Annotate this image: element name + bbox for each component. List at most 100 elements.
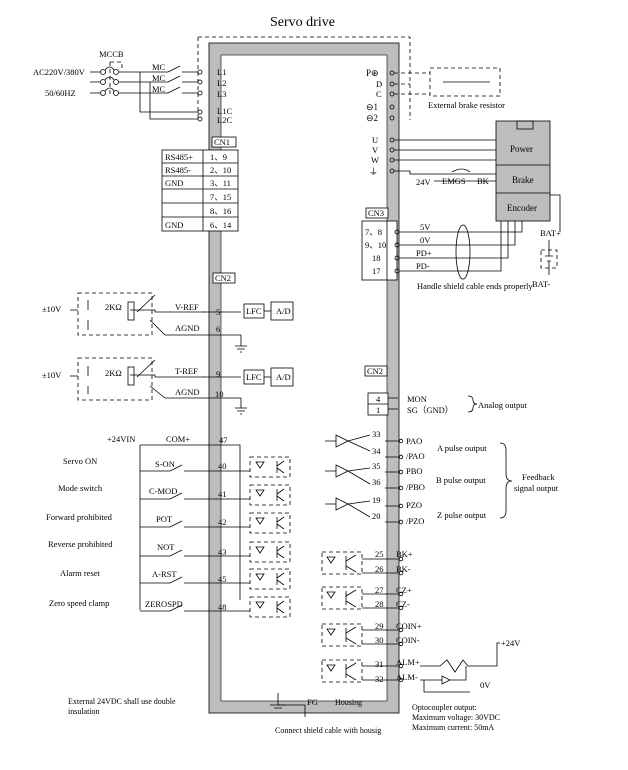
input-desc-reverse: Reverse prohibited — [48, 539, 113, 549]
out-sig-coinp: COIN+ — [396, 621, 422, 631]
pot1-supply: ±10V — [42, 304, 62, 314]
alarm-diode-circuit — [420, 666, 470, 693]
alarm-load-circuit — [420, 642, 500, 673]
cn3-row-4-pins: 17 — [372, 266, 381, 276]
pulse-pin-36: 36 — [372, 477, 381, 487]
feedback-brace — [499, 442, 513, 519]
housing-label: Housing — [335, 698, 362, 707]
input-sig-not: NOT — [157, 542, 175, 552]
out-pin-25: 25 — [375, 549, 384, 559]
terminal-v: V — [372, 145, 379, 155]
pot1-return — [149, 319, 203, 336]
cn1-grid — [162, 150, 238, 231]
input-pin-48: 48 — [218, 602, 227, 612]
input-desc-servo-on: Servo ON — [63, 456, 97, 466]
pulse-out-wires — [385, 440, 400, 523]
mccb-label: MCCB — [99, 49, 124, 59]
out-pin-31: 31 — [375, 659, 384, 669]
cn2-label-left: CN2 — [215, 273, 231, 283]
terminal-l1: L1 — [217, 67, 226, 77]
mccb-switch — [100, 61, 123, 96]
cn1-row-3-name: GND — [165, 178, 183, 188]
ext-supply-note-1: External 24VDC shall use double — [68, 697, 176, 706]
brake-resistor-box — [429, 67, 501, 97]
bat-minus-label: BAT- — [532, 279, 550, 289]
pot1-wiper — [136, 294, 156, 313]
com-pin: 47 — [219, 435, 228, 445]
supply-freq-label: 50/60HZ — [45, 88, 76, 98]
analog-pin-4: 4 — [376, 394, 381, 404]
pot1-label: 2KΩ — [105, 302, 122, 312]
cn3-sig-pdm: PD- — [416, 261, 430, 271]
cn3-row-2-pins: 9、10 — [365, 240, 386, 250]
cn1-row-4-pins: 7、15 — [210, 192, 231, 202]
cn1-label: CN1 — [214, 137, 230, 147]
out-sig-czp: CZ+ — [396, 585, 412, 595]
terminal-l2c: L2C — [217, 115, 232, 125]
lfc1-label: LFC — [246, 306, 262, 316]
cn1-row-1-pins: 1、9 — [210, 152, 227, 162]
analog-out-wires — [388, 397, 398, 410]
out-sig-almp: ALM+ — [396, 657, 420, 667]
pulse-sig-pbo: PBO — [406, 466, 423, 476]
motor-brake-label: Brake — [512, 175, 534, 185]
emgs-label: EMGS — [442, 176, 466, 186]
input-pin-40: 40 — [218, 461, 227, 471]
out-sig-bkm: BK- — [396, 564, 411, 574]
pot1-wires — [70, 300, 205, 330]
motor-block-dividers — [496, 164, 550, 194]
supply-24vin: +24VIN — [107, 434, 135, 444]
mc-label-1: MC — [152, 62, 166, 72]
terminal-d: D — [376, 79, 382, 89]
agnd2-label: AGND — [175, 387, 200, 397]
pulse-pin-19: 19 — [372, 495, 381, 505]
terminal-n1: ⊖1 — [366, 102, 378, 112]
input-sig-zerospd: ZEROSPD — [145, 599, 183, 609]
pot1-box — [77, 292, 153, 336]
brake-resistor-wires — [394, 72, 430, 95]
out-sig-bkp: BK+ — [396, 549, 413, 559]
terminal-u: U — [372, 135, 378, 145]
tref-wires — [203, 376, 247, 415]
out-0v-label: 0V — [480, 680, 491, 690]
cn1-row-2-name: RS485- — [165, 165, 191, 175]
cn1-table — [161, 149, 239, 232]
mc-label-3: MC — [152, 84, 166, 94]
cn3-sig-5v: 5V — [420, 222, 431, 232]
ad2-label: A/D — [276, 372, 291, 382]
mc-contacts — [167, 65, 181, 94]
analog-out-desc: Analog output — [478, 400, 528, 410]
out-pin-28: 28 — [375, 599, 384, 609]
brake-24v-label: 24V — [416, 177, 432, 187]
input-rows: Servo ON S-ON 40 Mode switch C-MOD 41 Fo… — [46, 456, 250, 612]
cn2-tag-right — [364, 365, 388, 377]
pulse-pin-35: 35 — [372, 461, 381, 471]
terminal-p: P⊕ — [366, 68, 379, 78]
cn1-row-2-pins: 2、10 — [210, 165, 231, 175]
pot2-return — [149, 385, 203, 399]
pulse-out-terminals — [398, 438, 404, 525]
out-sig-almm: ALM- — [396, 672, 418, 682]
brake-resistor-label: External brake resistor — [428, 100, 505, 110]
cn3-label: CN3 — [368, 208, 384, 218]
output-terminals — [398, 556, 404, 683]
line-drivers — [325, 434, 371, 518]
vref-wires — [203, 311, 247, 353]
fg-ground — [270, 704, 286, 709]
pot2-box — [77, 357, 153, 401]
terminal-l1c: L1C — [217, 106, 232, 116]
pulse-pin-20: 20 — [372, 511, 381, 521]
pulse-pin-34: 34 — [372, 446, 381, 456]
input-pin-45: 45 — [218, 574, 227, 584]
cn1-row-6-name: GND — [165, 220, 183, 230]
supply-lines — [90, 71, 100, 94]
cn3-sig-pdp: PD+ — [416, 248, 432, 258]
motor-shaft — [516, 120, 534, 130]
input-desc-mode-switch: Mode switch — [58, 483, 103, 493]
input-sig-cmod: C-MOD — [149, 486, 177, 496]
tref-pin: 9 — [216, 369, 220, 379]
motor-power-wires — [394, 139, 496, 175]
out-sig-czm: CZ- — [396, 599, 410, 609]
z-pulse-desc: Z pulse output — [437, 510, 487, 520]
tref-label: T-REF — [175, 366, 198, 376]
